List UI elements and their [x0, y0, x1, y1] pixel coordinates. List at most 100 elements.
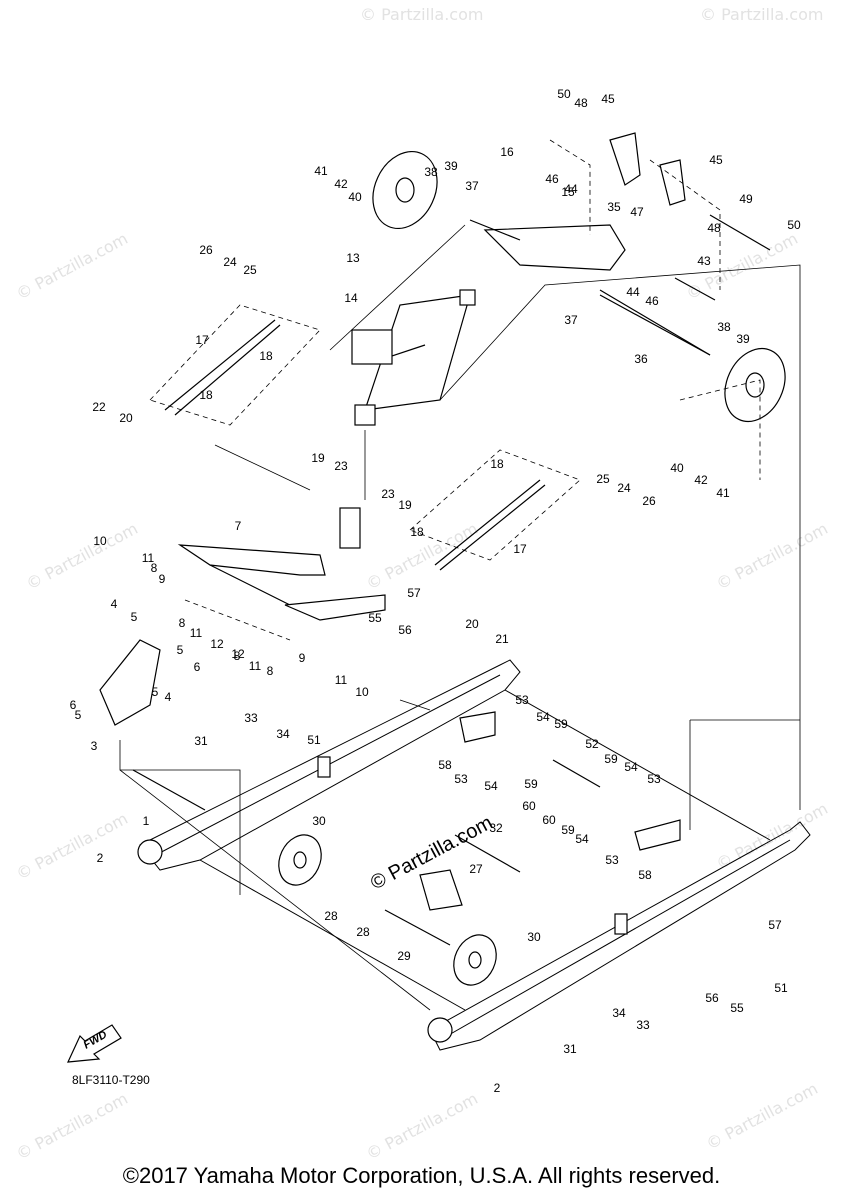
part-callout-29: 29: [397, 949, 411, 963]
part-callout-58: 58: [638, 868, 652, 882]
watermark: © Partzilla.com: [13, 1089, 131, 1164]
part-callout-57: 57: [768, 918, 782, 932]
part-callout-21: 21: [495, 632, 509, 646]
part-callout-7: 7: [235, 519, 242, 533]
part-callout-54: 54: [484, 779, 498, 793]
part-callout-26: 26: [642, 494, 656, 508]
part-callout-59: 59: [604, 752, 618, 766]
part-callout-34: 34: [276, 727, 290, 741]
part-callout-53: 53: [605, 853, 619, 867]
brackets: [339, 132, 686, 911]
part-callout-46: 46: [645, 294, 659, 308]
part-callout-11: 11: [335, 673, 348, 687]
part-callout-57: 57: [407, 586, 421, 600]
part-callout-58: 58: [438, 758, 452, 772]
idler-wheels: [278, 150, 786, 986]
part-callout-42: 42: [694, 473, 708, 487]
part-callout-2: 2: [97, 851, 104, 865]
part-callout-59: 59: [561, 823, 575, 837]
part-callout-18: 18: [490, 457, 504, 471]
part-callout-17: 17: [195, 333, 209, 347]
part-callout-34: 34: [612, 1006, 626, 1020]
part-callout-3: 3: [91, 739, 98, 753]
part-callout-56: 56: [398, 623, 412, 637]
part-callout-28: 28: [356, 925, 370, 939]
group-outlines: [149, 139, 761, 641]
part-callout-20: 20: [119, 411, 133, 425]
part-callout-8: 8: [151, 561, 158, 575]
part-callout-12: 12: [231, 647, 245, 661]
part-callout-5: 5: [75, 708, 82, 722]
part-callout-8: 8: [179, 616, 186, 630]
part-callout-45: 45: [709, 153, 723, 167]
part-callout-40: 40: [348, 190, 362, 204]
part-callout-54: 54: [624, 760, 638, 774]
watermark: © Partzilla.com: [703, 1079, 821, 1154]
part-callout-5: 5: [152, 685, 159, 699]
part-callout-10: 10: [93, 534, 107, 548]
part-callout-50: 50: [557, 87, 571, 101]
watermark: © Partzilla.com: [713, 799, 831, 874]
part-callout-53: 53: [647, 772, 661, 786]
part-callout-33: 33: [636, 1018, 650, 1032]
part-callout-18: 18: [410, 525, 424, 539]
part-callout-36: 36: [634, 352, 648, 366]
part-callout-8: 8: [234, 649, 241, 663]
part-callout-26: 26: [199, 243, 213, 257]
watermark: © Partzilla.com: [13, 809, 131, 884]
part-callout-23: 23: [334, 459, 348, 473]
part-callout-16: 16: [500, 145, 514, 159]
part-callout-59: 59: [554, 717, 568, 731]
part-callout-19: 19: [311, 451, 325, 465]
part-callout-59: 59: [524, 777, 538, 791]
part-callout-56: 56: [705, 991, 719, 1005]
leader-lines: [119, 224, 801, 1011]
callout-numbers: 1223445555667888899101011111111121213141…: [70, 87, 801, 1095]
part-callout-11: 11: [142, 551, 155, 565]
part-callout-39: 39: [736, 332, 750, 346]
drawing-code: 8LF3110-T290: [72, 1073, 150, 1087]
part-callout-38: 38: [717, 320, 731, 334]
part-callout-4: 4: [165, 690, 172, 704]
part-callout-46: 46: [545, 172, 559, 186]
part-callout-30: 30: [527, 930, 541, 944]
part-callout-11: 11: [190, 626, 203, 640]
part-callout-60: 60: [542, 813, 556, 827]
part-callout-38: 38: [424, 165, 438, 179]
part-callout-44: 44: [564, 182, 578, 196]
part-callout-24: 24: [223, 255, 237, 269]
watermark: © Partzilla.com: [363, 1089, 481, 1164]
part-callout-54: 54: [536, 710, 550, 724]
part-callout-9: 9: [299, 651, 306, 665]
part-callout-31: 31: [563, 1042, 577, 1056]
links: [164, 319, 546, 571]
part-callout-48: 48: [574, 96, 588, 110]
copyright-notice: ©2017 Yamaha Motor Corporation, U.S.A. A…: [122, 1163, 721, 1188]
part-callout-25: 25: [596, 472, 610, 486]
part-callout-54: 54: [575, 832, 589, 846]
part-callout-27: 27: [469, 862, 483, 876]
part-callout-5: 5: [131, 610, 138, 624]
part-callout-25: 25: [243, 263, 257, 277]
part-callout-20: 20: [465, 617, 479, 631]
part-callout-32: 32: [489, 821, 503, 835]
part-callout-42: 42: [334, 177, 348, 191]
part-callout-51: 51: [774, 981, 788, 995]
watermark: © Partzilla.com: [713, 519, 831, 594]
watermark: © Partzilla.com: [700, 5, 823, 24]
part-callout-50: 50: [787, 218, 801, 232]
part-callout-13: 13: [346, 251, 360, 265]
part-callout-55: 55: [368, 611, 382, 625]
part-callout-14: 14: [344, 291, 358, 305]
shock-absorber: [351, 289, 476, 426]
part-callout-15: 15: [561, 185, 575, 199]
part-callout-41: 41: [314, 164, 328, 178]
part-callout-44: 44: [626, 285, 640, 299]
watermark: © Partzilla.com: [360, 5, 483, 24]
part-callout-8: 8: [267, 664, 274, 678]
part-callout-11: 11: [249, 659, 262, 673]
part-callout-4: 4: [111, 597, 118, 611]
part-callout-17: 17: [513, 542, 527, 556]
part-callout-18: 18: [259, 349, 273, 363]
